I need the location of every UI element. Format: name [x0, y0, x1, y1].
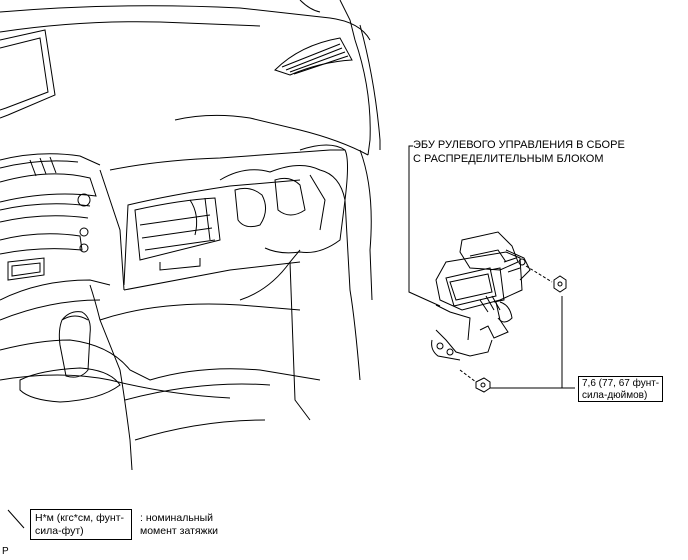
reference-id: P	[2, 546, 9, 557]
legend-desc-line2: момент затяжки	[140, 525, 219, 537]
legend-unit-line1: Н*м (кгс*см, фунт-	[35, 512, 125, 524]
legend-unit-box: Н*м (кгс*см, фунт- сила-фут)	[30, 509, 132, 540]
legend-unit-line2: сила-фут)	[35, 525, 84, 537]
lower-console	[0, 199, 361, 471]
fasteners	[459, 265, 567, 393]
legend-desc-line1: : номинальный	[140, 512, 214, 524]
torque-spec-line2: сила-дюймов)	[582, 390, 648, 401]
torque-spec-box: 7,6 (77, 67 фунт- сила-дюймов)	[578, 376, 663, 402]
torque-spec-line1: 7,6 (77, 67 фунт-	[582, 378, 660, 389]
ecu-callout-line1: ЭБУ РУЛЕВОГО УПРАВЛЕНИЯ В СБОРЕ	[413, 139, 625, 151]
callout-leaders	[408, 145, 575, 389]
center-stack	[0, 153, 111, 321]
dashboard-outline	[0, 0, 381, 156]
ecu-callout-label: ЭБУ РУЛЕВОГО УПРАВЛЕНИЯ В СБОРЕ С РАСПРЕ…	[413, 138, 625, 166]
ecu-callout-line2: С РАСПРЕДЕЛИТЕЛЬНЫМ БЛОКОМ	[413, 153, 604, 165]
lower-dash-opening	[99, 144, 373, 301]
steering-ecu-assembly	[431, 231, 531, 361]
legend-description: : номинальный момент затяжки	[140, 512, 218, 538]
torque-legend-symbol	[7, 509, 25, 529]
